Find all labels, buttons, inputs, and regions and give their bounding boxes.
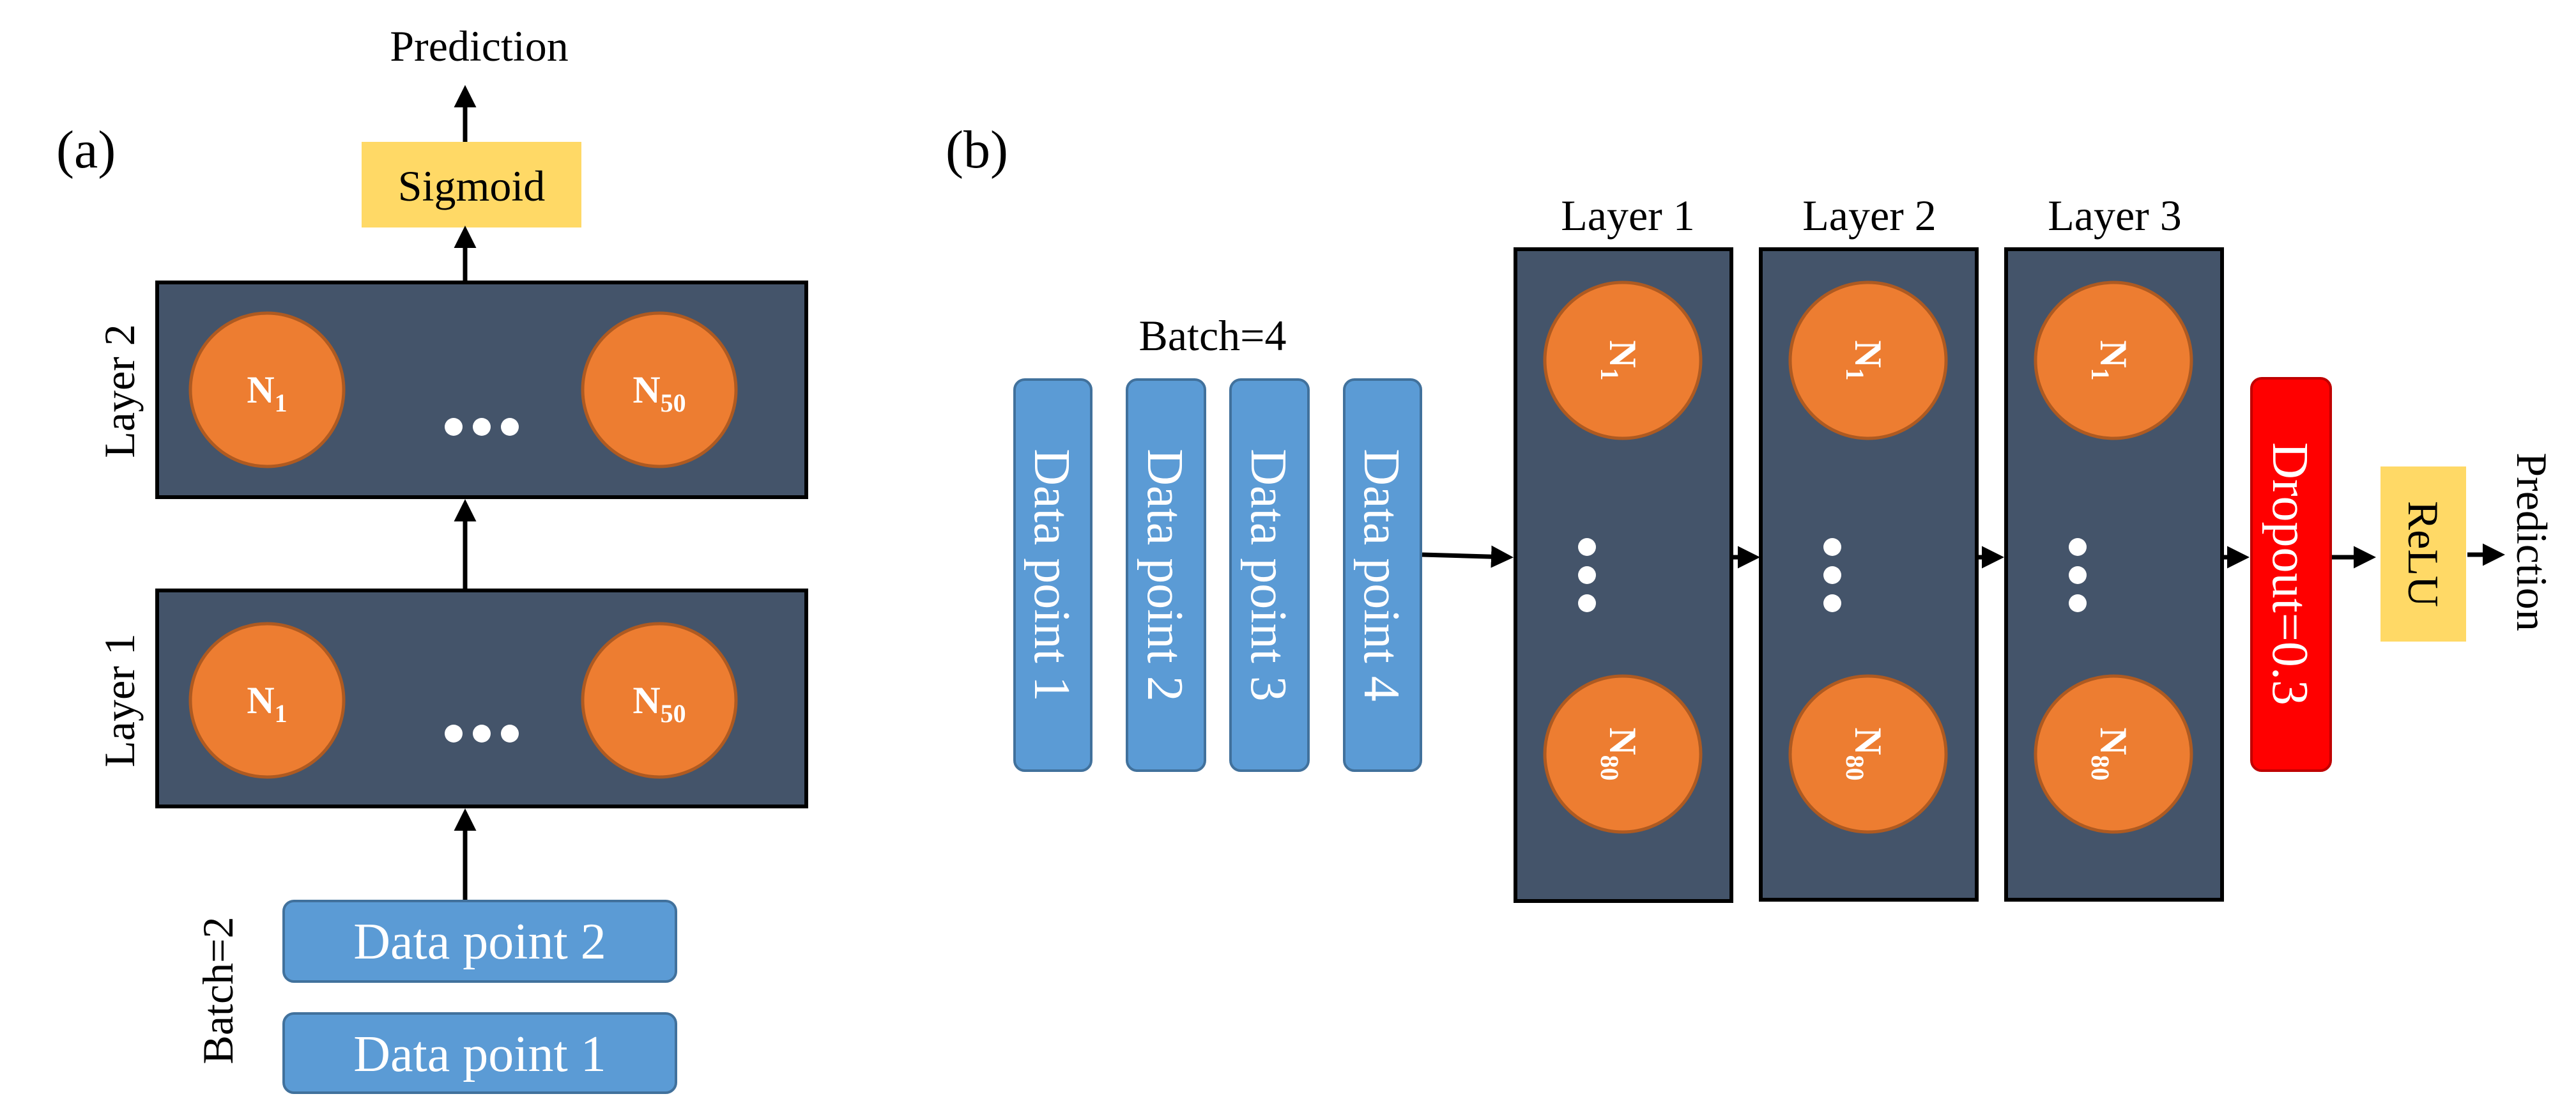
- ellipsis-dots: [1578, 538, 1596, 612]
- data-point-1-box: Data point 1: [282, 1012, 677, 1094]
- svg-text:ReLU: ReLU: [2399, 501, 2448, 607]
- neuron-n80: N80: [1788, 674, 1948, 834]
- panel-b-layer2-label: Layer 2: [1802, 191, 1936, 240]
- neuron-n1: N1: [188, 311, 346, 468]
- svg-text:N80: N80: [1595, 727, 1644, 780]
- data-point-2-box: Data point 2: [282, 900, 677, 983]
- ellipsis-dots: [445, 725, 519, 743]
- panel-a-layer2-box: N1 N50: [155, 281, 808, 499]
- panel-b-layer3-label: Layer 3: [2048, 191, 2182, 240]
- neuron-n1: N1: [188, 622, 346, 779]
- panel-b-layer1-box: N1 N80: [1514, 247, 1733, 903]
- neuron-n80: N80: [2034, 674, 2193, 834]
- panel-b-layer3-box: N1 N80: [2004, 247, 2224, 902]
- panel-a-label: (a): [56, 120, 116, 180]
- data-point-3-box: Data point 3: [1229, 378, 1310, 772]
- neuron-n1: N1: [1543, 281, 1703, 440]
- svg-text:N1: N1: [1841, 340, 1889, 380]
- svg-text:N1: N1: [247, 369, 287, 417]
- svg-text:Data point 3: Data point 3: [1240, 449, 1296, 701]
- neuron-n80: N80: [1543, 674, 1703, 834]
- svg-text:N1: N1: [2086, 340, 2135, 380]
- svg-text:N50: N50: [632, 679, 686, 728]
- panel-a: (a) Prediction Sigmoid Layer 2 N1: [56, 22, 808, 1094]
- svg-text:Dropout=0.3: Dropout=0.3: [2262, 442, 2318, 705]
- panel-a-prediction-label: Prediction: [390, 22, 569, 70]
- relu-box: ReLU: [2380, 466, 2466, 642]
- neuron-n50: N50: [581, 622, 738, 779]
- panel-b-layer2-box: N1 N80: [1759, 247, 1979, 902]
- data-point-2-box: Data point 2: [1126, 378, 1206, 772]
- panel-a-layer1-box: N1 N50: [155, 589, 808, 808]
- neuron-n50: N50: [581, 311, 738, 468]
- svg-text:Data point 1: Data point 1: [353, 1026, 606, 1082]
- panel-b-batch-label: Batch=4: [1139, 311, 1287, 360]
- neuron-n1: N1: [1788, 281, 1948, 440]
- svg-text:N1: N1: [247, 679, 287, 728]
- data-point-4-box: Data point 4: [1343, 378, 1422, 772]
- svg-text:N50: N50: [632, 369, 686, 417]
- panel-a-layer1-label: Layer 1: [95, 633, 144, 767]
- panel-a-layer2-label: Layer 2: [95, 324, 144, 458]
- panel-b-label: (b): [946, 120, 1008, 180]
- panel-b-prediction-label: Prediction: [2508, 452, 2556, 631]
- neuron-n1: N1: [2034, 281, 2193, 440]
- svg-text:Data point 1: Data point 1: [1023, 449, 1080, 701]
- svg-text:N80: N80: [1841, 727, 1889, 780]
- svg-text:N80: N80: [2086, 727, 2135, 780]
- panel-b-layer1-label: Layer 1: [1561, 191, 1695, 240]
- svg-text:Data point 4: Data point 4: [1353, 449, 1409, 701]
- panel-a-batch-label: Batch=2: [194, 917, 242, 1065]
- dropout-box: Dropout=0.3: [2250, 377, 2332, 772]
- svg-text:N1: N1: [1595, 340, 1644, 380]
- arrow-data-to-layer1: [1422, 545, 1514, 568]
- sigmoid-box: Sigmoid: [362, 142, 581, 227]
- sigmoid-label: Sigmoid: [398, 162, 546, 210]
- ellipsis-dots: [2069, 538, 2087, 612]
- svg-text:Data point 2: Data point 2: [1137, 449, 1193, 701]
- data-point-1-box: Data point 1: [1013, 378, 1092, 772]
- svg-text:Data point 2: Data point 2: [353, 914, 606, 970]
- ellipsis-dots: [1823, 538, 1841, 612]
- panel-b: (b) Batch=4 Data point 1 Data point 2 Da…: [946, 120, 2556, 903]
- ellipsis-dots: [445, 418, 519, 436]
